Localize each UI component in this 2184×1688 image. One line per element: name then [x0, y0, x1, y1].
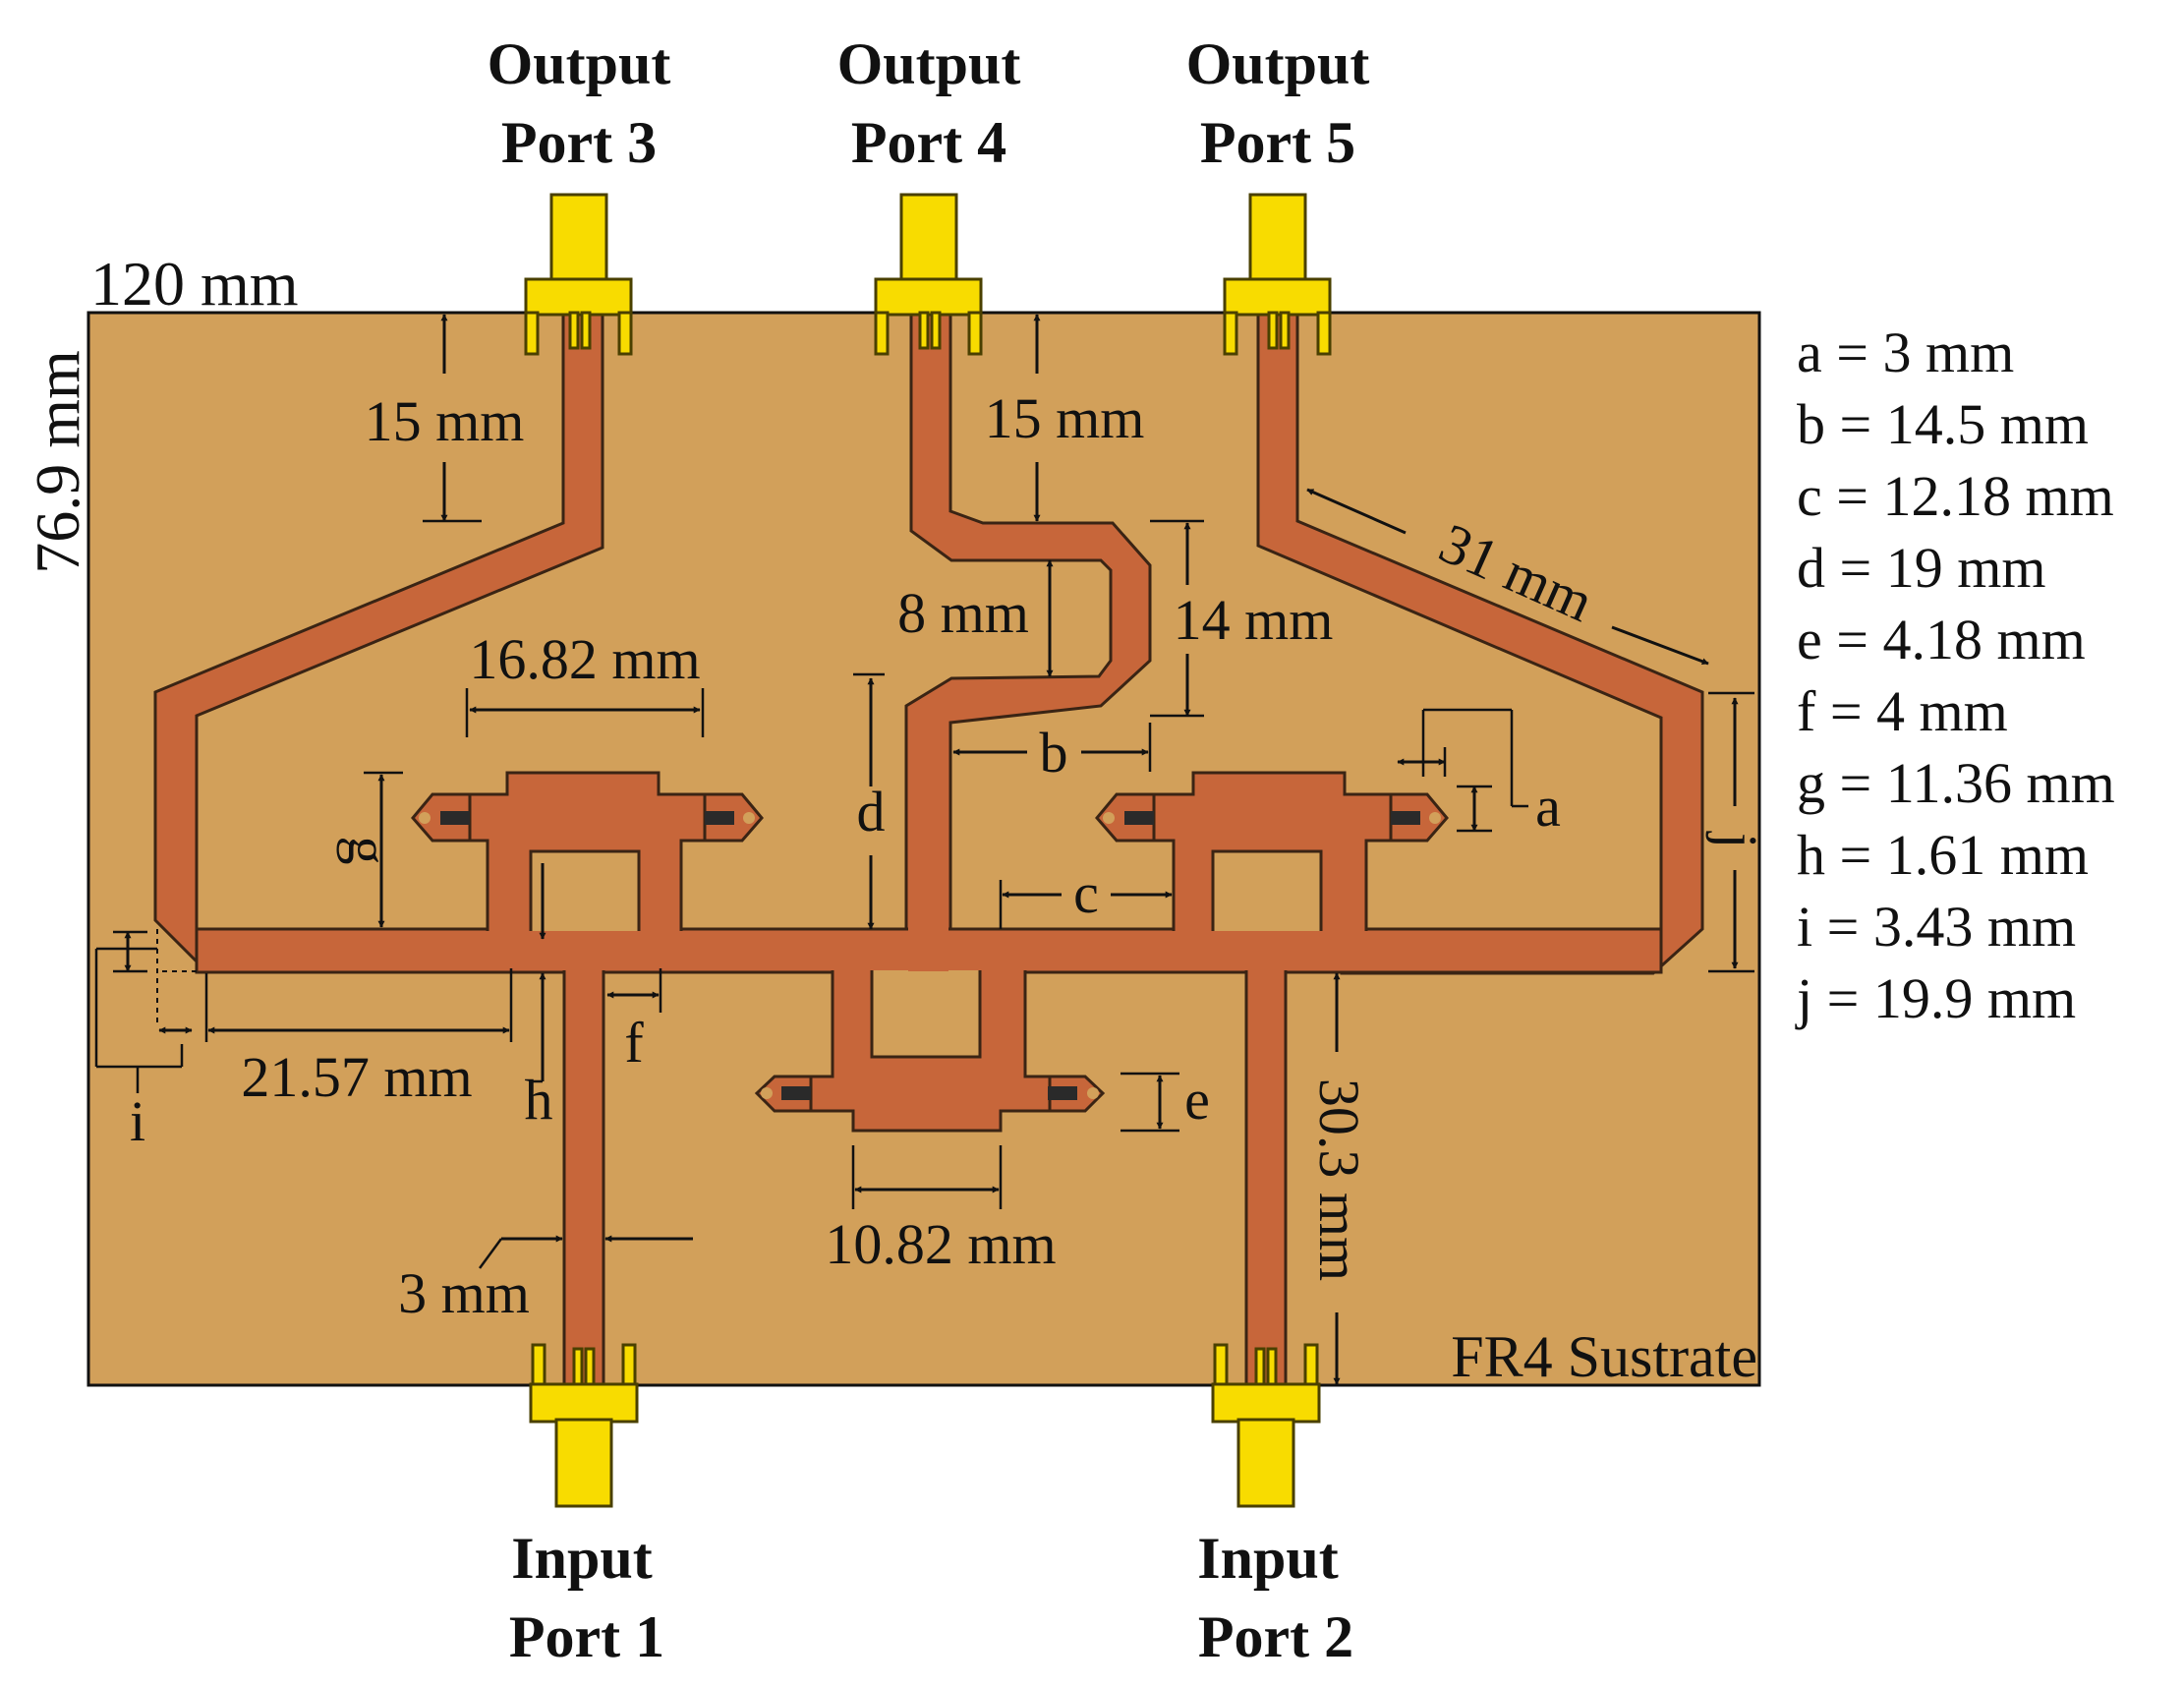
resistor-pad-right-2 — [1389, 792, 1449, 843]
legend-item: f = 4 mm — [1797, 679, 2008, 743]
board-height-label: 76.9 mm — [23, 350, 92, 574]
dim-label-10-82mm: 10.82 mm — [825, 1212, 1056, 1276]
resistor-pad-right-1 — [1095, 792, 1156, 843]
legend-item: i = 3.43 mm — [1797, 895, 2076, 959]
sma-connector-output-4 — [874, 193, 983, 356]
left-cell-window — [529, 849, 641, 947]
right-cell-window — [1211, 849, 1323, 947]
output-port-3-subtitle: Port 3 — [501, 110, 657, 175]
center-cell-window — [870, 961, 982, 1059]
dim-label-3mm: 3 mm — [398, 1261, 530, 1325]
output-port-4-title: Output — [837, 31, 1021, 96]
legend-item: c = 12.18 mm — [1797, 464, 2114, 528]
legend-item: b = 14.5 mm — [1797, 392, 2089, 456]
dim-letter-c: c — [1073, 861, 1099, 925]
dim-label-15mm-left: 15 mm — [365, 389, 525, 453]
legend-item: j = 19.9 mm — [1795, 966, 2076, 1030]
legend-item: h = 1.61 mm — [1797, 823, 2089, 887]
dimension-lines — [94, 314, 1754, 1385]
dim-letter-b: b — [1040, 721, 1068, 785]
output-port-5-subtitle: Port 5 — [1200, 110, 1355, 175]
dim-letter-g: g — [336, 837, 400, 865]
input-2-feed — [1244, 966, 1288, 1388]
legend-item: g = 11.36 mm — [1797, 751, 2115, 815]
dim-letter-d: d — [857, 780, 886, 844]
dim-letter-h: h — [525, 1068, 553, 1132]
output-port-4-subtitle: Port 4 — [851, 110, 1006, 175]
input-port-2-subtitle: Port 2 — [1198, 1604, 1353, 1669]
dim-label-15mm-mid: 15 mm — [985, 386, 1145, 450]
sma-connector-output-5 — [1223, 193, 1332, 356]
dim-label-14mm: 14 mm — [1174, 588, 1334, 652]
resistor-pad-left-1 — [411, 792, 472, 843]
dim-label-16-82mm: 16.82 mm — [469, 627, 700, 691]
dim-letter-i: i — [130, 1089, 145, 1153]
input-port-1-title: Input — [511, 1526, 652, 1591]
dim-letter-a: a — [1535, 775, 1561, 839]
board-width-label: 120 mm — [90, 249, 299, 319]
resistor-pad-center-2 — [1048, 1075, 1106, 1113]
resistor-pad-center-1 — [754, 1075, 813, 1113]
legend-item: d = 19 mm — [1797, 536, 2045, 600]
legend-item: e = 4.18 mm — [1797, 608, 2086, 671]
input-1-feed — [562, 966, 605, 1388]
substrate-label: FR4 Sustrate — [1451, 1324, 1757, 1389]
dimension-legend: a = 3 mm b = 14.5 mm c = 12.18 mm d = 19… — [1795, 320, 2115, 1030]
dim-label-30-3mm: 30.3 mm — [1307, 1078, 1371, 1281]
dim-label-21-57mm: 21.57 mm — [241, 1045, 472, 1109]
dim-letter-f: f — [624, 1011, 644, 1075]
input-port-2-title: Input — [1197, 1526, 1338, 1591]
output-port-3-title: Output — [488, 31, 671, 96]
dim-letter-e: e — [1184, 1068, 1210, 1132]
sma-connector-output-3 — [524, 193, 633, 356]
dim-letter-j: j — [1705, 831, 1769, 848]
microstrip-traces — [153, 313, 1704, 1388]
legend-item: a = 3 mm — [1797, 320, 2014, 384]
dim-label-8mm: 8 mm — [897, 581, 1029, 645]
input-port-1-subtitle: Port 1 — [509, 1604, 664, 1669]
resistor-pads — [411, 792, 1449, 1113]
output-port-5-title: Output — [1186, 31, 1370, 96]
sma-connector-input-1 — [529, 1343, 639, 1508]
sma-connector-input-2 — [1211, 1343, 1321, 1508]
resistor-pad-left-2 — [703, 792, 764, 843]
